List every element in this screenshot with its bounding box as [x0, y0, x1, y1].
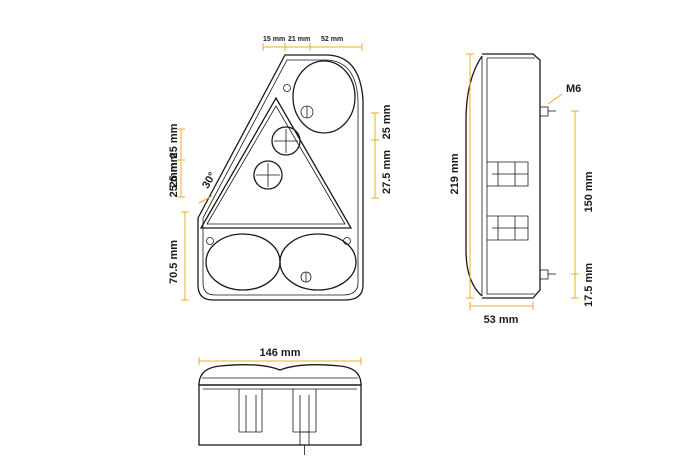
lamp-housing-front	[197, 54, 364, 301]
bottom-bolt	[299, 431, 310, 446]
dim-label-150mm: 150 mm	[583, 171, 595, 212]
dim-label-15mm: 15 mm	[263, 36, 285, 43]
bottom-clip-right	[292, 389, 317, 433]
bulb-upper	[271, 126, 301, 156]
upper-lens	[292, 60, 356, 134]
angle-label-30deg: 30°	[200, 170, 219, 190]
dim-label-right-27-5mm: 27.5 mm	[381, 150, 393, 194]
dim-label-left-25mm-b: 25 mm	[168, 152, 180, 187]
lamp-housing-inner	[202, 59, 359, 296]
dim-label-left-70-5mm: 70.5 mm	[168, 240, 180, 284]
dim-label-21mm: 21 mm	[288, 36, 310, 43]
side-housing	[482, 53, 541, 299]
reflector-triangle	[199, 96, 353, 229]
dim-label-17-5mm: 17.5 mm	[583, 263, 595, 307]
front-left-dimensions: 25 mm 25 mm 25 mm 70.5 mm 30°	[168, 123, 219, 301]
side-dimensions: 219 mm M6 150 mm 17.5 mm 53 mm	[449, 53, 595, 326]
dim-label-53mm: 53 mm	[484, 314, 519, 326]
side-lens-dome	[465, 55, 483, 297]
dim-label-left-25mm-a: 25 mm	[168, 123, 180, 158]
front-right-dimensions: 25 mm 27.5 mm	[371, 104, 393, 199]
screw-top	[283, 84, 291, 92]
dim-label-right-25mm: 25 mm	[381, 104, 393, 139]
front-view	[197, 54, 364, 301]
lower-bolt	[539, 269, 549, 280]
bottom-view: 146 mm	[198, 347, 362, 455]
reflector-triangle-inner	[206, 105, 346, 225]
bottom-clip-left	[238, 389, 263, 433]
side-clip-lower	[487, 215, 529, 241]
bottom-lens-profile	[198, 364, 362, 386]
dim-label-146mm: 146 mm	[260, 347, 301, 359]
bottom-housing	[198, 384, 362, 446]
dim-label-219mm: 219 mm	[449, 153, 461, 194]
bolt-label-m6: M6	[566, 83, 581, 95]
upper-bolt	[539, 106, 549, 117]
lower-lens-left	[205, 233, 281, 291]
side-view	[465, 53, 556, 299]
dim-label-52mm: 52 mm	[321, 36, 343, 43]
dim-label-left-25mm-c: 25 mm	[168, 162, 180, 197]
front-top-dimensions: 15 mm 21 mm 52 mm	[262, 36, 363, 51]
lower-lens-right	[279, 233, 357, 291]
screw-bottom-left	[206, 237, 214, 245]
side-clip-upper	[487, 161, 529, 187]
bulb-lower	[253, 160, 283, 190]
